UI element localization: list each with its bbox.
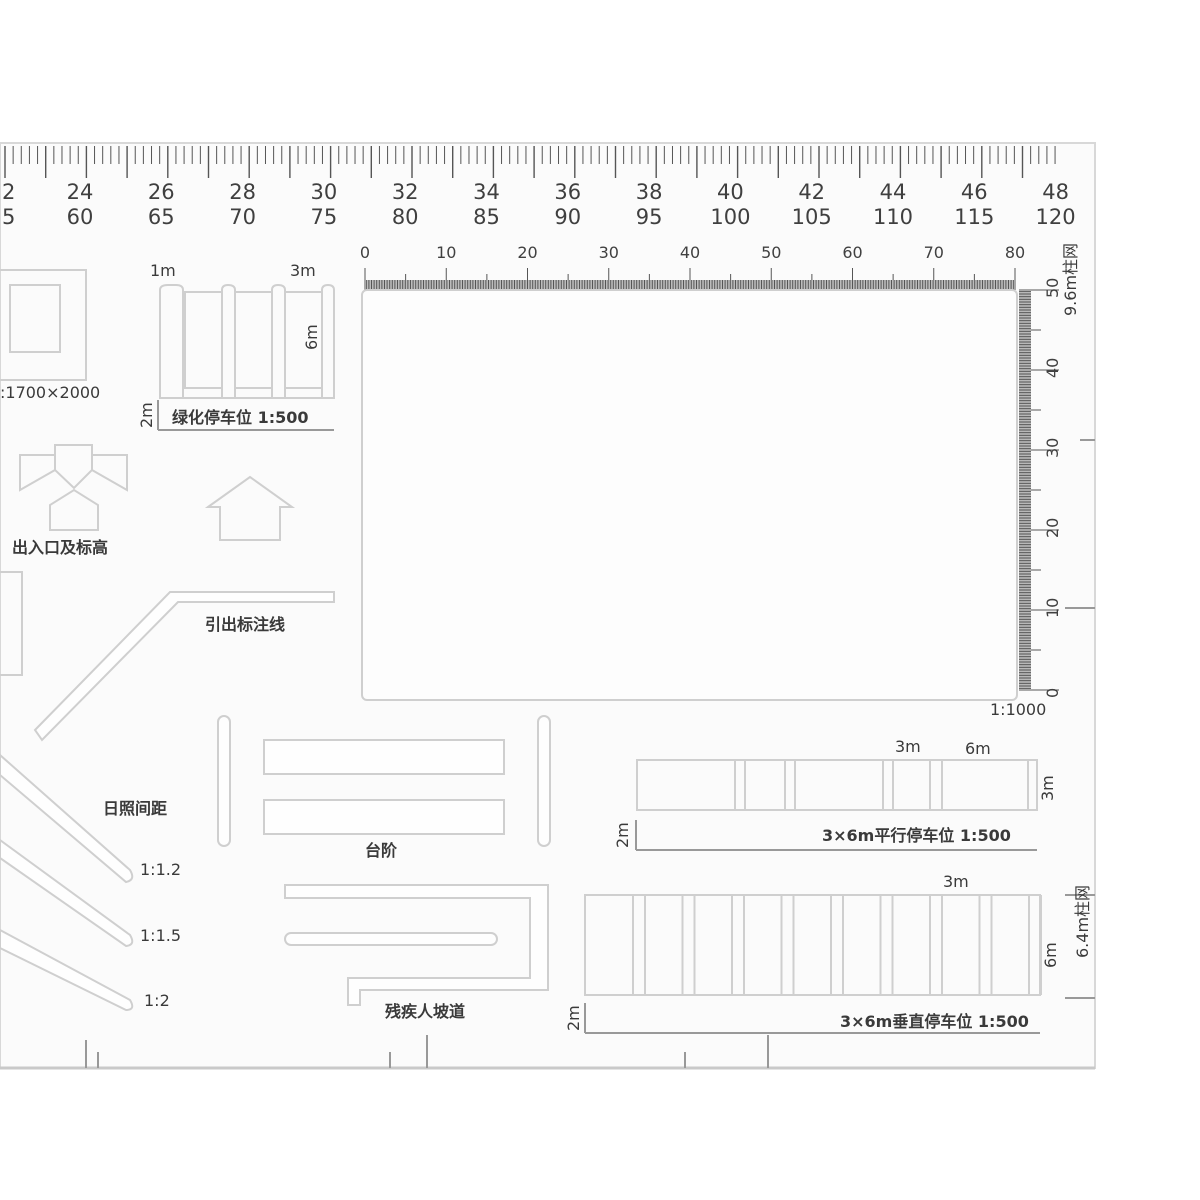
top-ruler-lower-label: 95	[635, 205, 663, 229]
vertical-width-label: 3m	[943, 872, 969, 891]
top-ruler-upper-label: 30	[310, 180, 338, 204]
parallel-depth-label: 3m	[1038, 775, 1057, 801]
inner-ruler-top-label: 20	[517, 243, 538, 262]
top-ruler-upper-label: 32	[391, 180, 419, 204]
inner-ruler-top-label: 70	[923, 243, 944, 262]
top-ruler-upper-label: 44	[879, 180, 907, 204]
leader-label: 引出标注线	[205, 615, 286, 634]
vertical-depth-label: 6m	[1041, 942, 1060, 968]
inner-ruler-right-label: 0	[1043, 687, 1062, 698]
inner-ruler-right-ticks	[1019, 289, 1059, 691]
parallel-length-label: 6m	[965, 739, 991, 758]
left-partial-shapes	[0, 269, 296, 676]
top-ruler-lower-label: 115	[954, 205, 995, 229]
top-ruler-lower-label: 60	[66, 205, 94, 229]
top-ruler-upper-label: 24	[66, 180, 94, 204]
scale-label: 1:1000	[990, 700, 1047, 719]
top-ruler-ticks	[4, 146, 1056, 178]
top-ruler-lower-label: 110	[872, 205, 914, 229]
ratio-label-1: 1:1.2	[140, 860, 182, 879]
ratio-label-2: 1:1.5	[140, 926, 182, 945]
inner-ruler-right-label: 50	[1043, 277, 1062, 298]
column-grid-label-bottom: 6.4m柱网	[1073, 884, 1092, 958]
inner-ruler-top-label: 40	[679, 243, 701, 262]
green-parking-title: 绿化停车位 1:500	[172, 408, 309, 427]
top-ruler-upper-label: 40	[717, 180, 744, 204]
parallel-aisle-label: 2m	[613, 822, 632, 848]
top-ruler-upper-label: 34	[473, 180, 500, 204]
green-width-label: 1m	[150, 261, 176, 280]
top-ruler-upper-label: 42	[798, 180, 826, 204]
parallel-parking-cutout	[635, 759, 1038, 851]
top-ruler-upper-label: 28	[229, 180, 256, 204]
parallel-width-label: 3m	[895, 737, 921, 756]
leader-line-cutout	[33, 591, 335, 742]
inner-ruler-top-ticks	[364, 268, 1016, 290]
vertical-parking-title: 3×6m垂直停车位 1:500	[840, 1012, 1029, 1031]
inner-ruler-right-label: 20	[1043, 517, 1062, 538]
inner-ruler-top-label: 50	[761, 243, 782, 262]
steps-cutout	[217, 715, 551, 847]
top-ruler-upper-label: 26	[147, 180, 175, 204]
top-ruler-upper-label: 48	[1042, 180, 1069, 204]
green-parking-cutout	[157, 283, 335, 431]
steps-label: 台阶	[365, 841, 398, 860]
green-aisle-label: 2m	[137, 402, 156, 428]
top-ruler-upper-label: 46	[960, 180, 988, 204]
inner-ruler-top-label: 30	[598, 243, 619, 262]
top-ruler-lower-label: 100	[710, 205, 751, 229]
sunlight-slots	[0, 753, 134, 1012]
column-grid-label-top: 9.6m柱网	[1061, 242, 1080, 316]
ramp-label: 残疾人坡道	[385, 1002, 466, 1021]
top-ruler-lower-label: 75	[310, 205, 338, 229]
dimension-label: :1700×2000	[0, 383, 101, 402]
scale-window	[361, 289, 1018, 701]
green-depth-label: 6m	[302, 324, 321, 350]
inner-ruler-right-label: 10	[1043, 597, 1062, 618]
vertical-parking-cutout	[584, 439, 1095, 1034]
top-ruler-upper-label: 2	[2, 180, 16, 204]
ramp-cutout	[284, 884, 549, 1006]
top-ruler-lower-label: 5	[2, 205, 16, 229]
inner-ruler-top-label: 60	[842, 243, 863, 262]
top-ruler-upper-label: 38	[635, 180, 663, 204]
top-ruler-lower-label: 65	[147, 205, 175, 229]
inner-ruler-right-label: 40	[1043, 357, 1062, 378]
sunlight-label: 日照间距	[103, 799, 168, 818]
top-ruler-lower-label: 80	[391, 205, 419, 229]
top-ruler-lower-label: 105	[791, 205, 832, 229]
bottom-edge-ticks	[85, 1035, 769, 1068]
vertical-aisle-label: 2m	[564, 1005, 583, 1031]
top-ruler-lower-label: 85	[473, 205, 500, 229]
green-span-label: 3m	[290, 261, 316, 280]
top-ruler-upper-label: 36	[554, 180, 582, 204]
inner-ruler-right-label: 30	[1043, 437, 1062, 458]
ratio-label-3: 1:2	[144, 991, 170, 1010]
inner-ruler-top-label: 80	[1004, 243, 1026, 262]
top-ruler-lower-label: 90	[554, 205, 582, 229]
entrance-label: 出入口及标高	[12, 538, 109, 557]
top-ruler-lower-label: 120	[1035, 205, 1076, 229]
parallel-parking-title: 3×6m平行停车位 1:500	[822, 826, 1011, 845]
inner-ruler-top-label: 10	[436, 243, 457, 262]
top-ruler-lower-label: 70	[229, 205, 256, 229]
inner-ruler-top-label: 0	[359, 243, 371, 262]
